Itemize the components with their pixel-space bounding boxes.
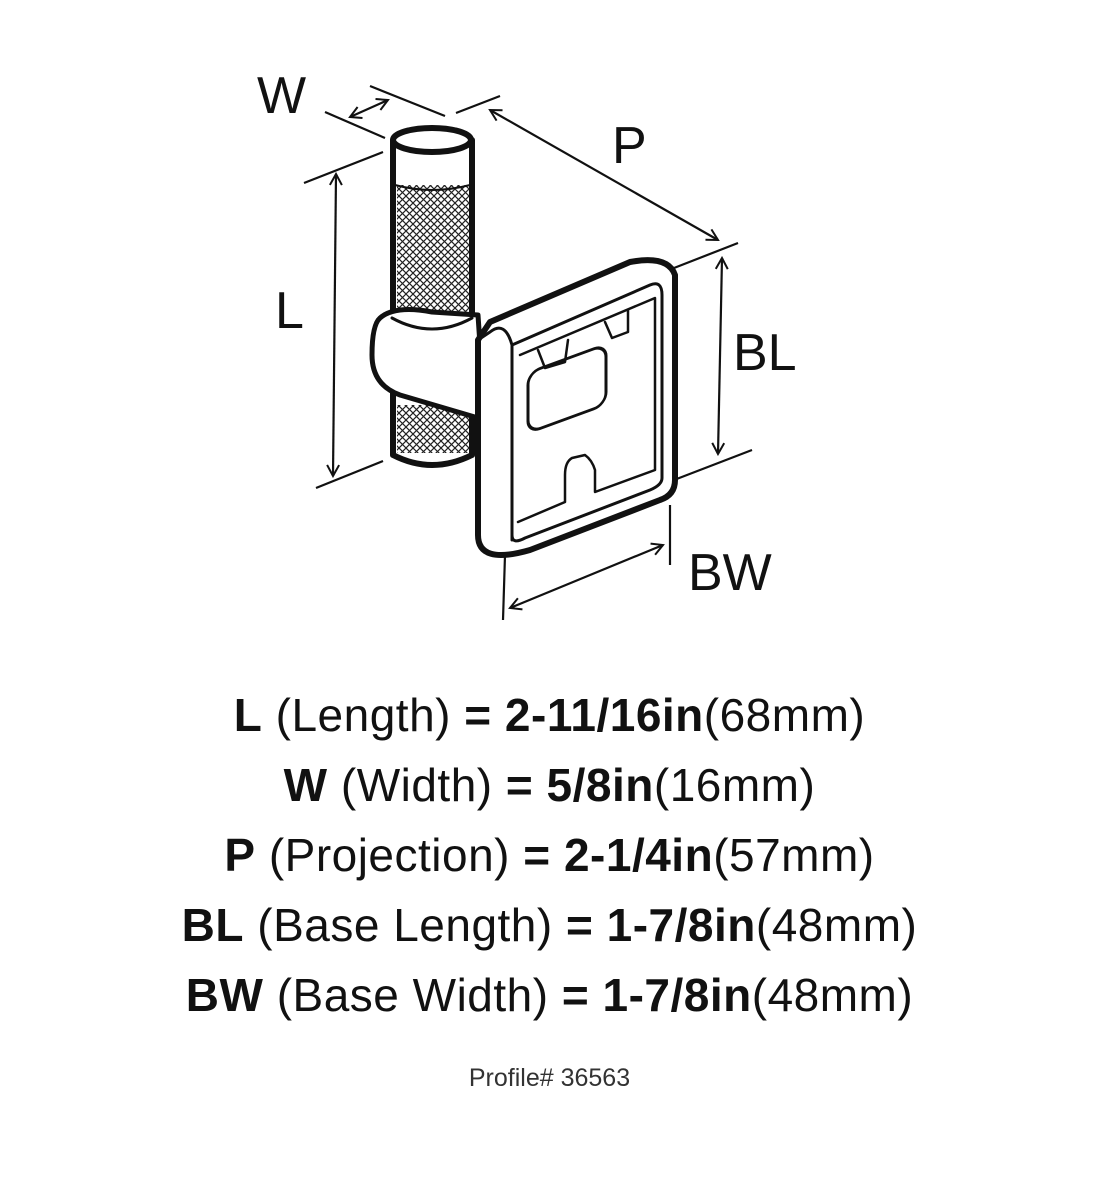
spec-length: L (Length) = 2-11/16in(68mm) [0,680,1099,750]
label-bl: BL [733,324,797,382]
spec-inches: 2-11/16in [504,689,704,741]
spec-name: (Base Width) [276,969,549,1021]
spec-mm: (48mm) [751,969,914,1021]
label-p: P [612,117,647,175]
spec-inches: 5/8in [546,759,654,811]
spec-code: W [283,759,328,811]
label-bw: BW [688,544,772,602]
profile-number: Profile# 36563 [468,1064,631,1092]
spec-name: (Base Length) [257,899,553,951]
spec-eq: = [523,829,551,881]
spec-eq: = [505,759,534,811]
spec-mm: (16mm) [653,759,816,811]
spec-projection: P (Projection) = 2-1/4in(57mm) [0,820,1099,890]
dimension-specs: L (Length) = 2-11/16in(68mm) W (Width) =… [0,680,1099,1030]
spec-eq: = [464,689,492,741]
spec-code: L [233,689,263,741]
spec-mm: (48mm) [755,899,918,951]
spec-code: BL [181,899,244,951]
spec-eq: = [566,899,594,951]
spec-inches: 1-7/8in [606,899,756,951]
base-plate [475,257,678,558]
spec-base-width: BW (Base Width) = 1-7/8in(48mm) [0,960,1099,1030]
spec-base-length: BL (Base Length) = 1-7/8in(48mm) [0,890,1099,960]
label-l: L [275,282,304,340]
hardware-dimension-drawing: W P L BL BW [257,67,797,621]
spec-mm: (57mm) [713,829,875,881]
spec-eq: = [561,969,590,1021]
spec-width: W (Width) = 5/8in(16mm) [0,750,1099,820]
spec-name: (Projection) [268,829,511,881]
dimension-lines [303,84,753,621]
spec-name: (Length) [275,689,451,741]
label-w: W [257,67,306,125]
spec-mm: (68mm) [703,689,866,741]
spec-name: (Width) [340,759,493,811]
spec-code: P [224,829,256,881]
spec-inches: 2-1/4in [563,829,714,881]
spec-inches: 1-7/8in [602,969,752,1021]
spec-code: BW [185,969,264,1021]
collar [369,307,488,423]
